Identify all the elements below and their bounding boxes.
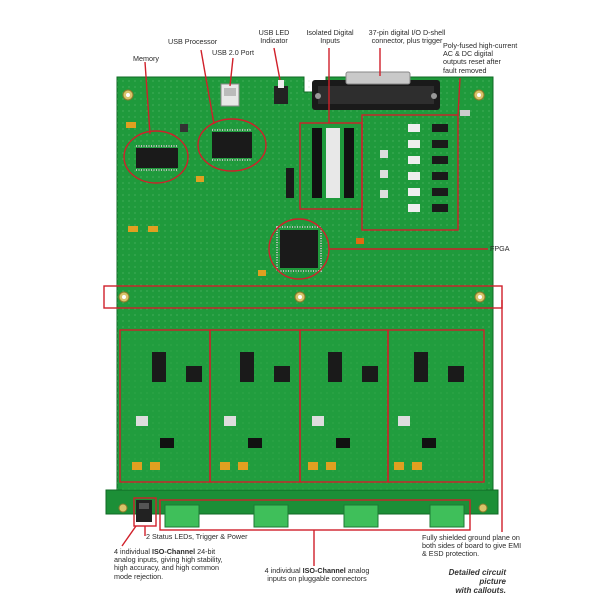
- callout-usb-processor: USB Processor: [168, 37, 218, 46]
- analog-channel-4: [394, 352, 464, 470]
- usb-processor-chip: [212, 129, 252, 161]
- callout-markers: [103, 47, 503, 566]
- callout-analog-inputs: 4 individual ISO-Channel 24-bit analog i…: [114, 547, 223, 581]
- callout-isolated-digital: Isolated Digital Inputs: [306, 28, 354, 46]
- callout-status-leds: 2 Status LEDs, Trigger & Power: [146, 532, 248, 541]
- callout-polyfused: Poly-fused high-current AC & DC digital …: [443, 41, 518, 75]
- callout-usb-led: USB LED Indicator: [258, 28, 290, 46]
- callout-pluggable: 4 individual ISO-Channel analog inputs o…: [264, 566, 370, 584]
- isolated-digital-inputs: [312, 128, 354, 198]
- analog-channels: [132, 352, 464, 470]
- analog-channel-3: [308, 352, 378, 470]
- digital-outputs: [380, 124, 448, 212]
- callout-dshell: 37-pin digital I/O D-shell connector, pl…: [368, 28, 446, 46]
- dshell-connector: [312, 71, 440, 110]
- figure-caption: Detailed circuit picture with callouts.: [448, 568, 506, 595]
- status-led-connector: [136, 500, 152, 522]
- usb-port: [220, 83, 240, 107]
- callout-ground-plane: Fully shielded ground plane on both side…: [422, 533, 522, 559]
- memory-chip: [136, 145, 178, 171]
- usb-led: [274, 80, 288, 104]
- pluggable-connectors: [164, 504, 465, 528]
- callout-usb-port: USB 2.0 Port: [212, 48, 254, 57]
- mounting-holes: [118, 89, 488, 513]
- misc-components: [126, 110, 470, 276]
- fpga-chip: [276, 226, 322, 272]
- analog-channel-1: [132, 352, 202, 470]
- callout-fpga: FPGA: [490, 244, 510, 253]
- callout-memory: Memory: [133, 54, 159, 63]
- pcb-board: [105, 76, 499, 515]
- analog-channel-2: [220, 352, 290, 470]
